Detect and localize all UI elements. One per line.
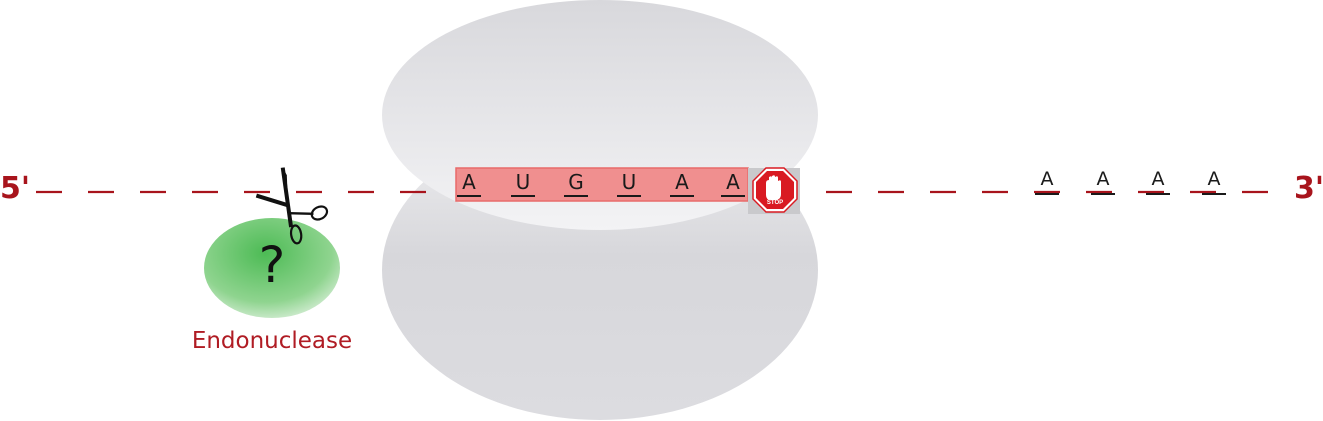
- codon-underline: [670, 195, 694, 197]
- codon-underline: [617, 195, 641, 197]
- stop-sign-text: STOP: [767, 200, 783, 206]
- codon-underline: [721, 195, 745, 197]
- poly-a-nucleotide: A: [1096, 168, 1110, 190]
- codon-nucleotide: U: [515, 170, 531, 194]
- codon-highlight-box: [455, 167, 749, 202]
- poly-a-underline: [1202, 193, 1226, 195]
- three-prime-label: 3': [1294, 171, 1323, 206]
- codon-nucleotide: A: [726, 170, 740, 194]
- poly-a-nucleotide: A: [1207, 168, 1221, 190]
- endonuclease-label: Endonuclease: [191, 328, 353, 354]
- poly-a-underline: [1091, 193, 1115, 195]
- endonuclease-body: [204, 218, 340, 318]
- stop-sign-icon: STOP: [752, 167, 798, 213]
- codon-nucleotide: A: [462, 170, 476, 194]
- poly-a-nucleotide: A: [1151, 168, 1165, 190]
- codon-underline: [511, 195, 535, 197]
- poly-a-underline: [1146, 193, 1170, 195]
- codon-underline: [564, 195, 588, 197]
- codon-nucleotide: G: [568, 170, 584, 194]
- poly-a-nucleotide: A: [1040, 168, 1054, 190]
- unknown-mark: ?: [258, 236, 286, 294]
- codon-nucleotide: A: [675, 170, 689, 194]
- codon-underline: [457, 195, 481, 197]
- codon-nucleotide: U: [621, 170, 637, 194]
- scissors-icon: [255, 167, 329, 245]
- five-prime-label: 5': [0, 171, 31, 206]
- poly-a-underline: [1035, 193, 1059, 195]
